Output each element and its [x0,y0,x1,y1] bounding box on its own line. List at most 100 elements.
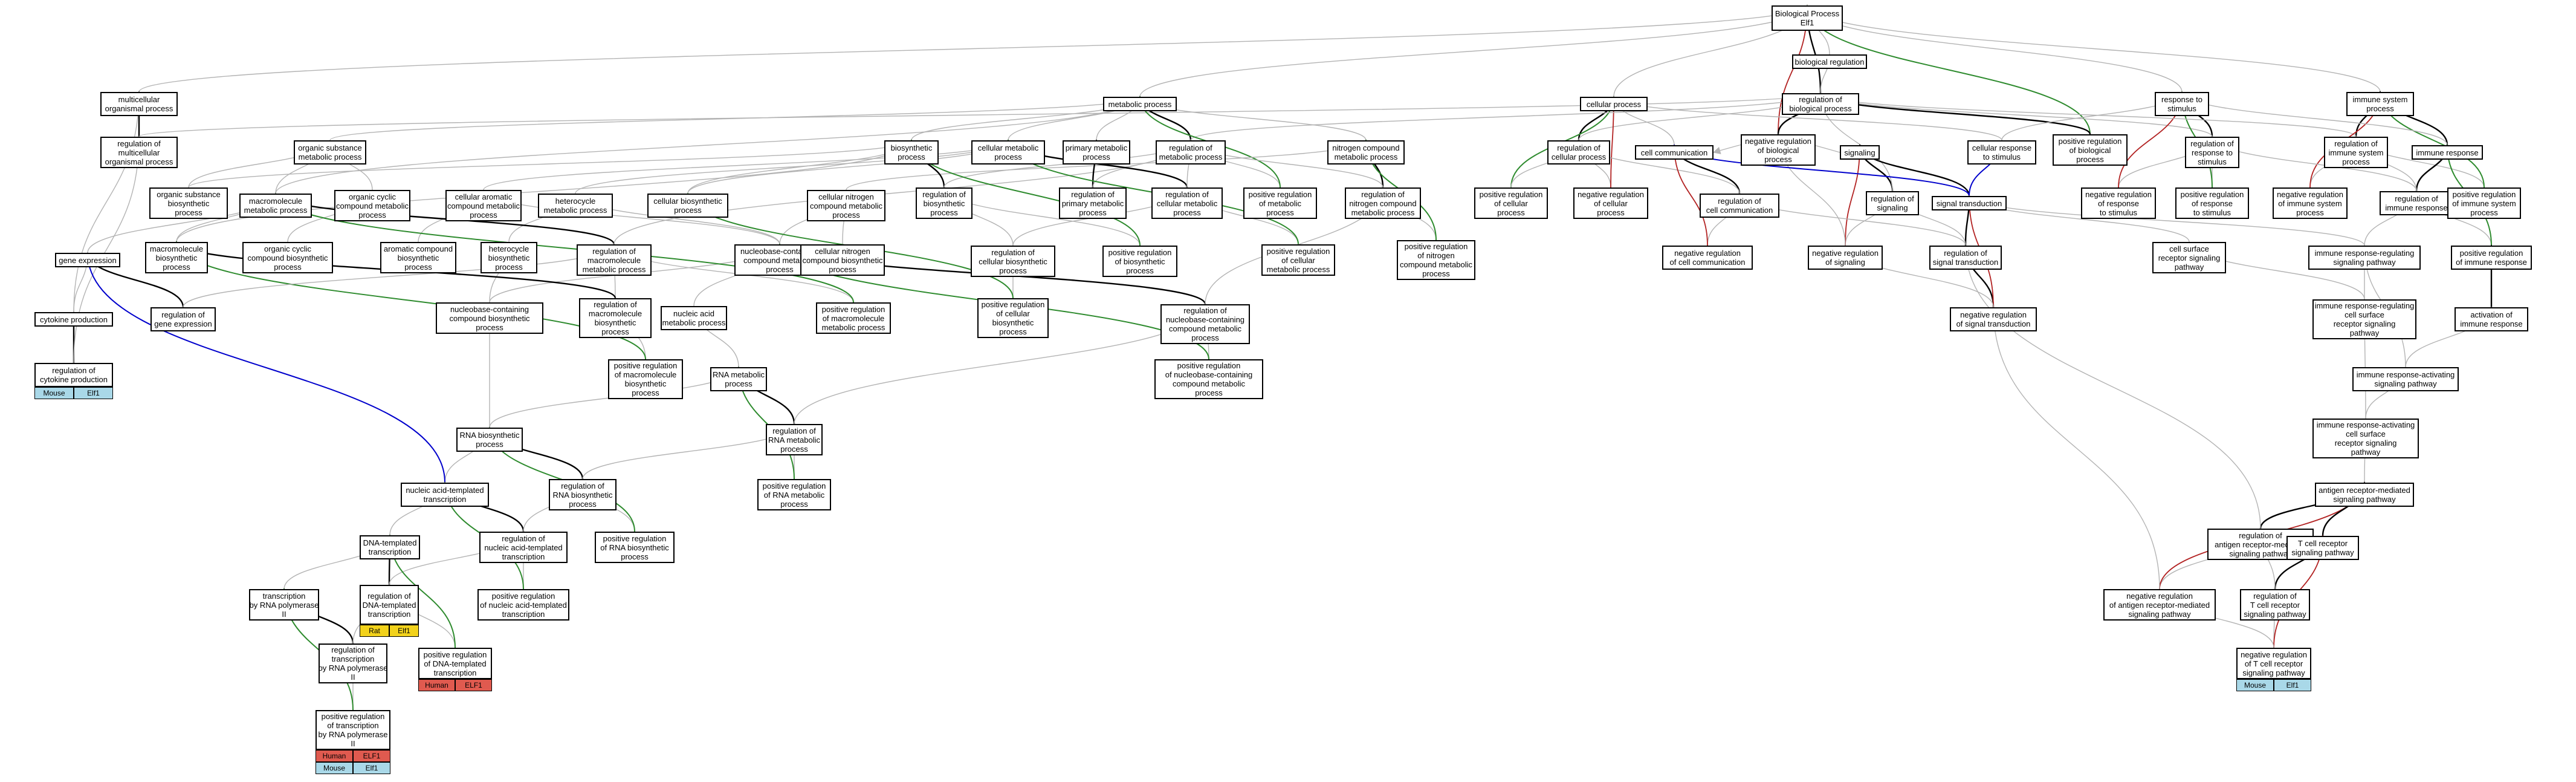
go-term-label-line: negative regulation [1578,189,1644,199]
go-term-breg[interactable]: biological regulation [1792,54,1867,69]
go-term-immresp[interactable]: immune response [2412,145,2483,160]
go-term-cellproc[interactable]: cellular process [1580,97,1648,111]
go-term-geneexp[interactable]: gene expression [55,253,120,267]
go-term-metab[interactable]: metabolic process [1103,97,1177,111]
go-term-sigtrans[interactable]: signal transduction [1932,196,2007,210]
go-term-signaling[interactable]: signaling [1840,145,1880,160]
go-term-cytokine[interactable]: cytokine production [34,312,113,327]
go-term-cellcomm[interactable]: cell communication [1635,145,1714,160]
